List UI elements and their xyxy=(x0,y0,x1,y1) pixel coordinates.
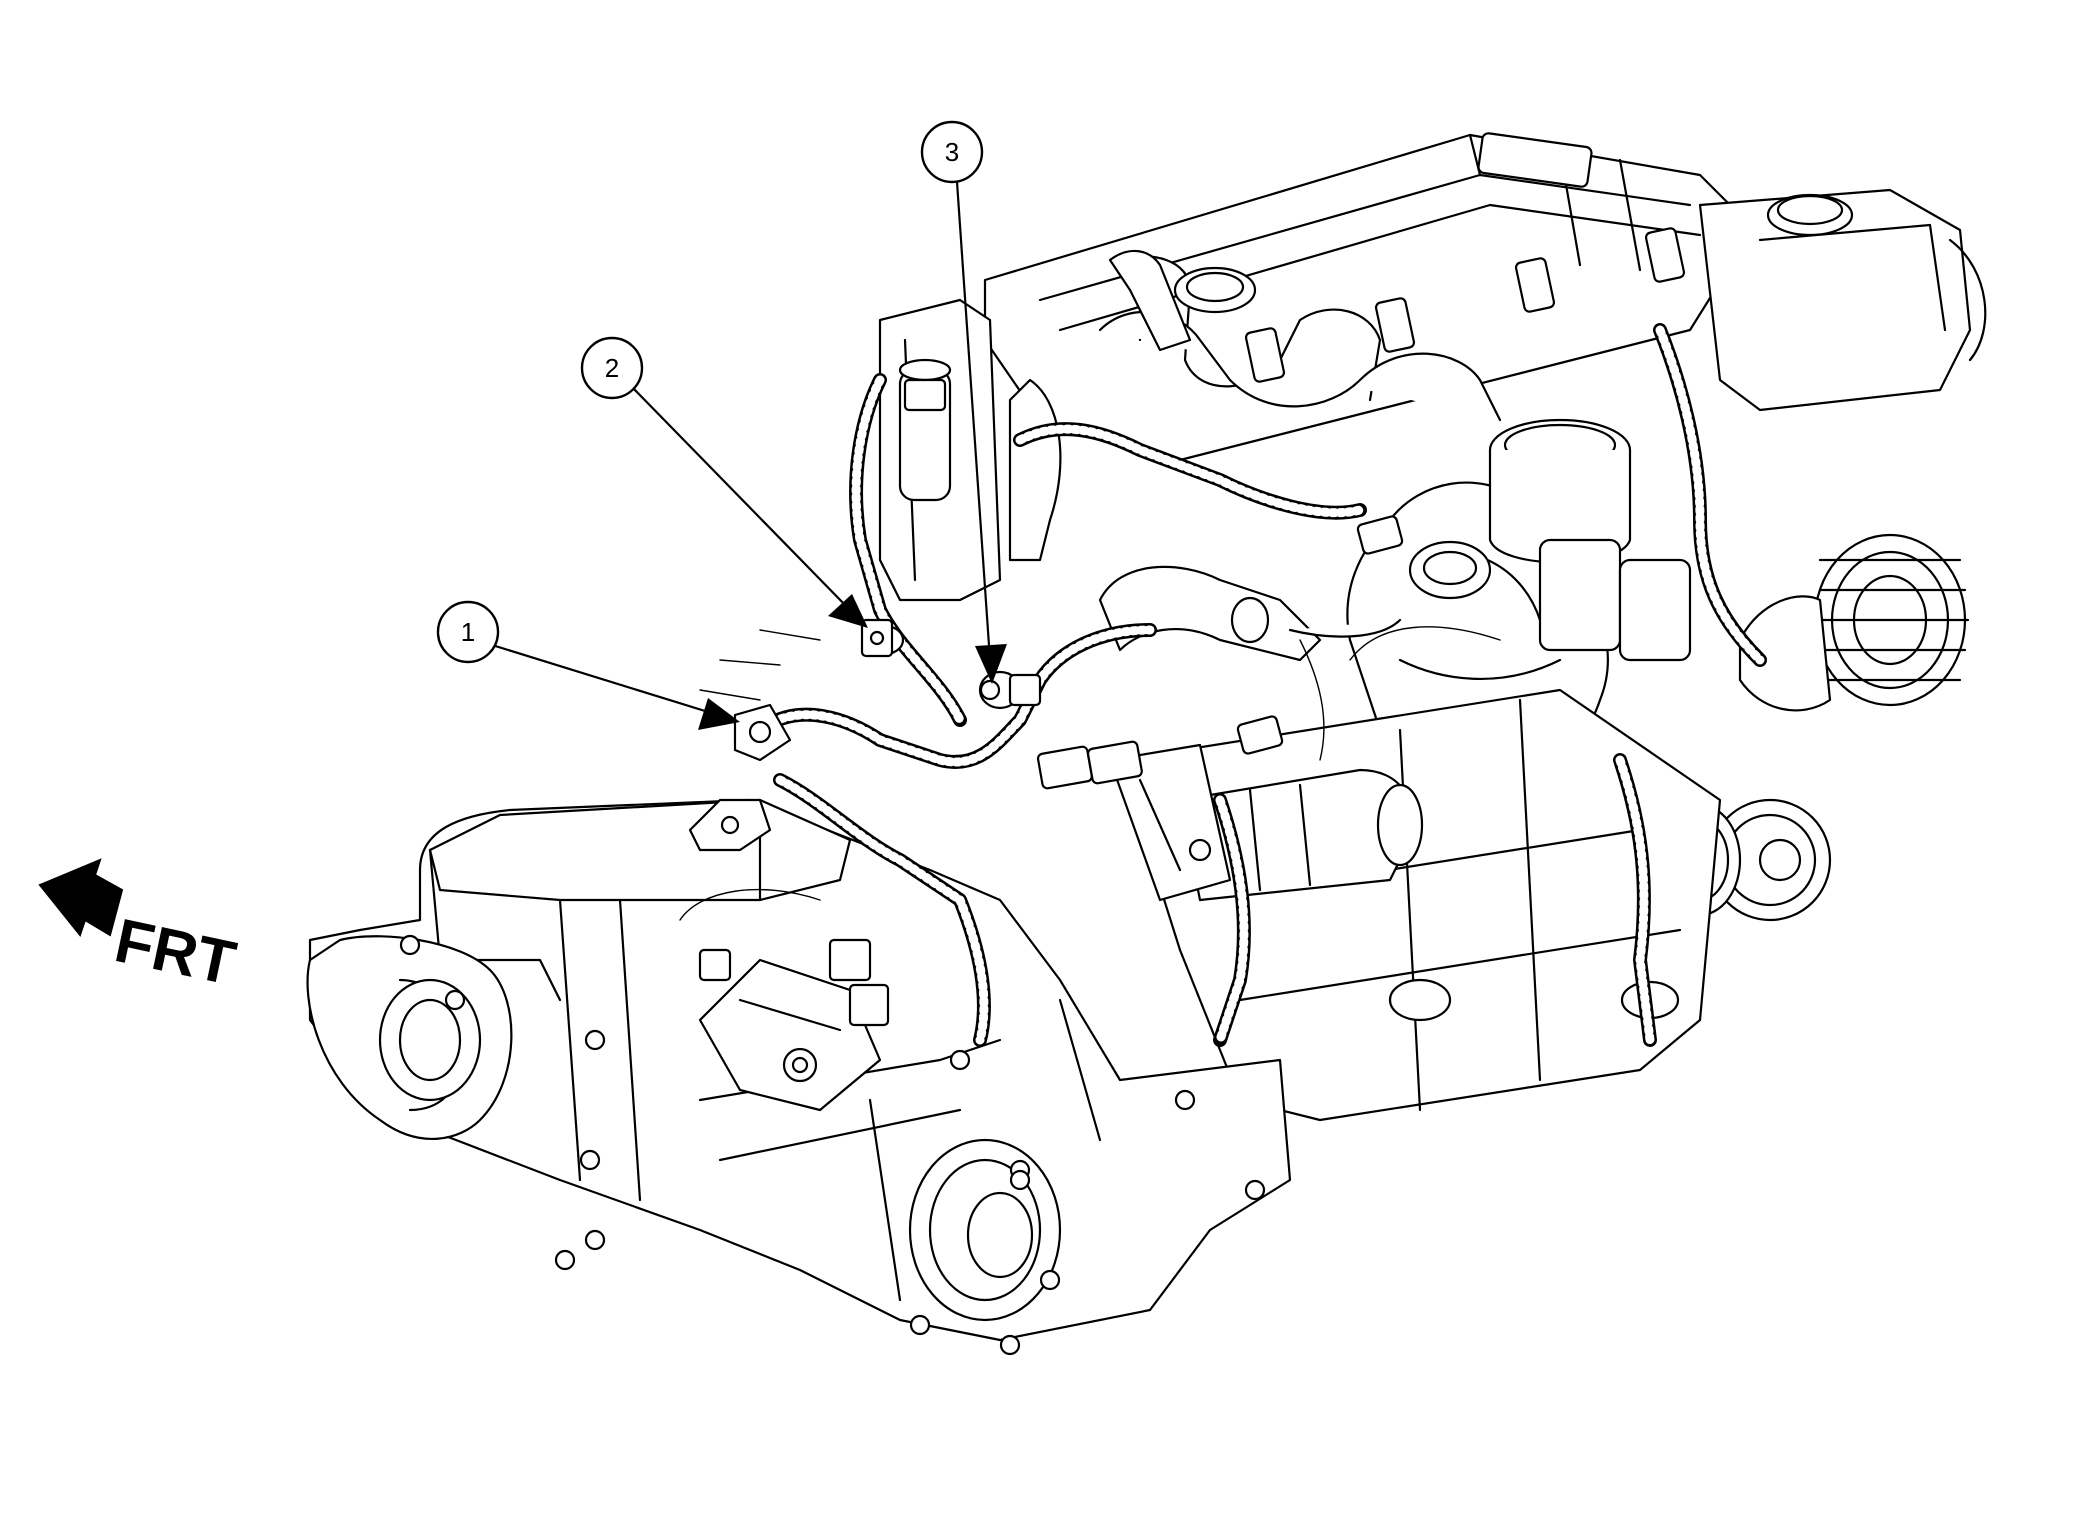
housing-bolts xyxy=(399,934,1266,1356)
callout-2-label: 2 xyxy=(605,353,619,383)
ignition-connectors xyxy=(1244,227,1686,383)
callout-3: 3 xyxy=(920,120,1007,684)
callout-2: 2 xyxy=(580,336,868,628)
alternator xyxy=(1738,533,1970,712)
throttle-body xyxy=(1408,418,1692,662)
callouts: 1 2 3 xyxy=(436,120,1007,730)
sensor-connector-1 xyxy=(733,703,792,762)
callout-1-label: 1 xyxy=(461,617,475,647)
timing-cover xyxy=(1698,188,1987,412)
front-direction-arrow-icon xyxy=(38,858,124,938)
front-direction-indicator: FRT xyxy=(38,858,241,999)
callout-3-arrowhead xyxy=(975,644,1007,684)
mount-bracket xyxy=(1108,743,1232,902)
coolant-hoses xyxy=(1098,249,1402,662)
callout-2-arrowhead xyxy=(828,594,868,628)
cable-ends xyxy=(699,629,821,701)
callout-1-arrowhead xyxy=(698,698,740,730)
callout-3-label: 3 xyxy=(945,137,959,167)
front-direction-label: FRT xyxy=(109,906,241,999)
callout-1: 1 xyxy=(436,600,740,730)
sensor-3 xyxy=(978,670,1042,710)
engine-block xyxy=(1118,688,1722,1122)
valve-cover xyxy=(983,132,1742,462)
transmission-range-sensor xyxy=(698,938,890,1112)
harness-connectors xyxy=(1036,515,1404,790)
sensor-2 xyxy=(860,618,905,658)
wiring-harness xyxy=(679,323,1767,1047)
transaxle-mount xyxy=(688,798,772,852)
engine-illustration xyxy=(306,132,1987,1356)
